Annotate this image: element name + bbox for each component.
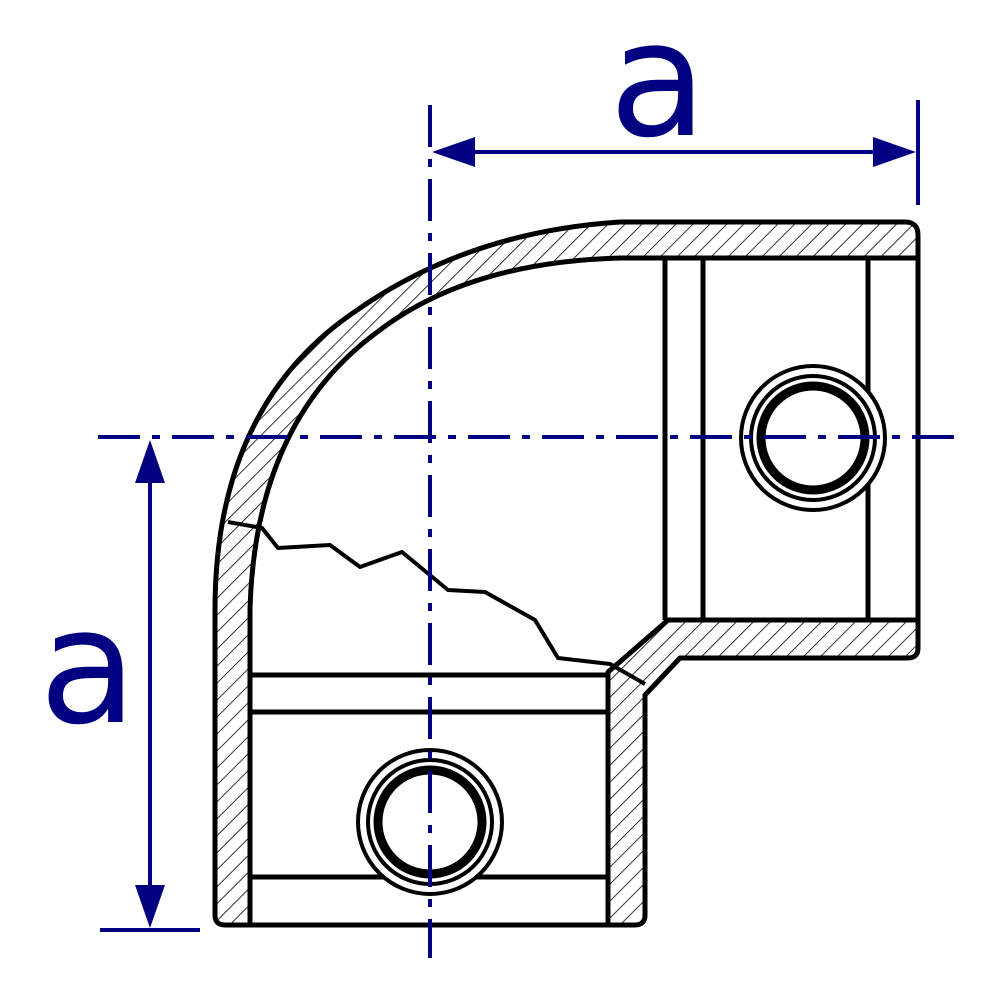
arrow-down-head: [135, 885, 165, 928]
break-line: [227, 520, 646, 686]
arrow-right-head: [873, 137, 916, 167]
dimension-label-left: a: [39, 573, 137, 760]
fitting-outer-outline: [212, 219, 921, 928]
dimension-label-top: a: [609, 0, 707, 173]
hatched-wall-sections: [215, 222, 918, 925]
right-lower-wall-hatch: [608, 620, 918, 925]
inner-bore-curve: [247, 255, 918, 925]
curved-wall-hatch: [215, 222, 918, 925]
top-dimension: a: [432, 0, 920, 205]
left-dimension: a: [39, 440, 200, 932]
inner-elbow-edge: [605, 617, 918, 925]
arrow-up-head: [135, 440, 165, 483]
arrow-left-head: [432, 137, 475, 167]
